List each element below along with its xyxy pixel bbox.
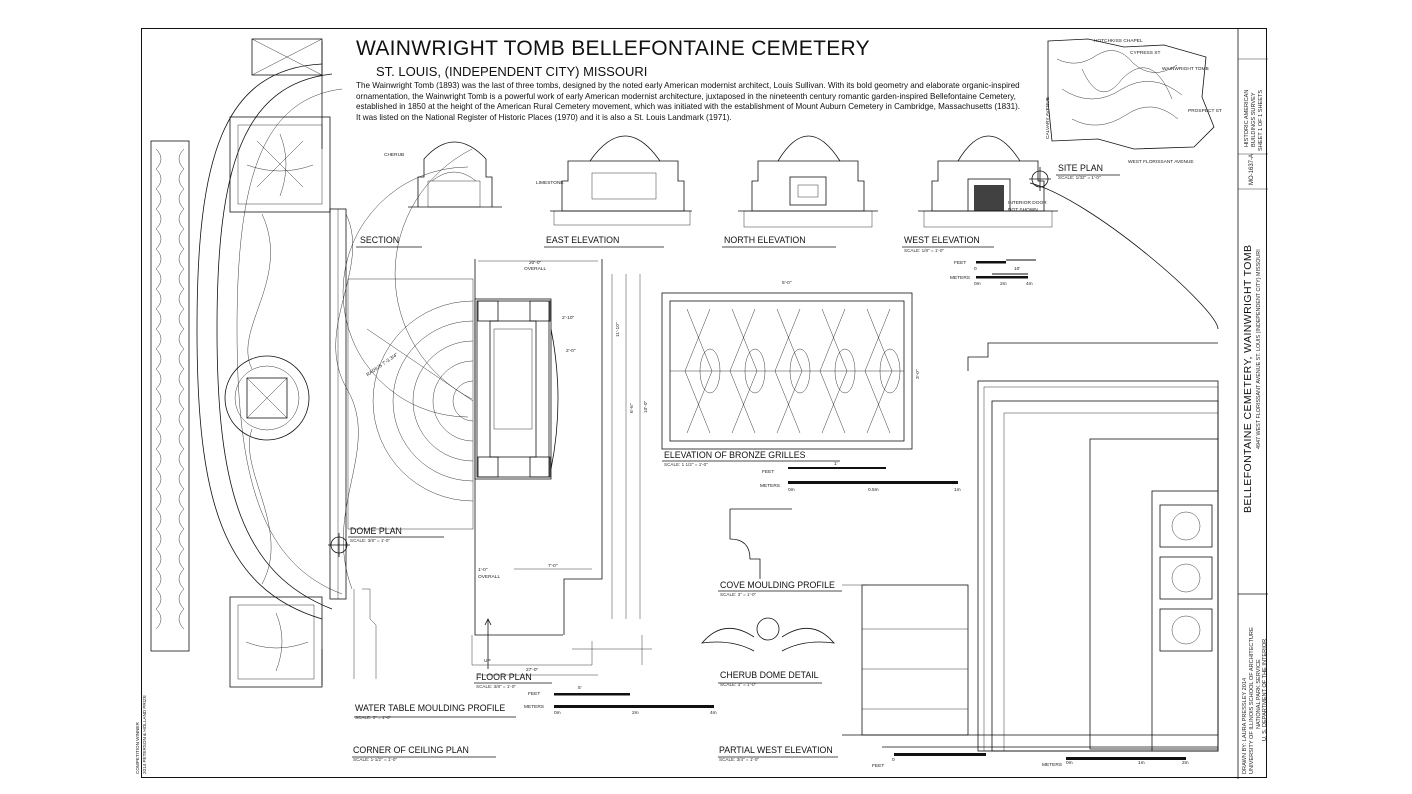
scale-4m-floor: 4m [710, 711, 717, 716]
scale-meters-grille: METERS [760, 484, 780, 489]
view-title-west-elevation: WEST ELEVATION [904, 235, 980, 245]
survey-number: MO-1637-A [1249, 153, 1255, 185]
label-limestone: LIMESTONE [536, 181, 564, 186]
dim-2-10: 2'-10" [562, 316, 575, 321]
scale-0m-west: 0m [974, 282, 981, 287]
label-up: UP [484, 659, 491, 664]
view-title-water-table: WATER TABLE MOULDING PROFILE [355, 703, 506, 713]
site-label-prospect: PROSPECT ST [1188, 109, 1222, 114]
habs-line2: BUILDINGS SURVEY [1251, 92, 1257, 147]
description: The Wainwright Tomb (1893) was the last … [356, 81, 1021, 122]
scale-2m-floor: 2m [632, 711, 639, 716]
cherub-detail-scale: SCALE: 3" = 1'-0" [720, 682, 757, 687]
site-label-cypress: CYPRESS ST [1130, 51, 1161, 56]
drawing-sheet: WAINWRIGHT TOMB BELLEFONTAINE CEMETERY S… [135, 28, 1268, 779]
scale-0m-grille: 0m [788, 488, 795, 493]
scale-0m-floor: 0m [554, 711, 561, 716]
view-title-dome-plan: DOME PLAN [350, 526, 402, 536]
scale-2m-west: 2m [1000, 282, 1007, 287]
scale-0m-partial: 0m [1066, 761, 1073, 766]
title-block-main: BELLEFONTAINE CEMETERY, WAINWRIGHT TOMB [1242, 244, 1254, 513]
sheet-number: SHEET 1 OF 1 SHEETS [1258, 89, 1264, 151]
competition-line1: COMPETITION WINNER [135, 722, 140, 774]
sheet-title: WAINWRIGHT TOMB BELLEFONTAINE CEMETERY [356, 37, 870, 60]
competition-line2: 2014 PETERSON & HOLLAND PRIZE [142, 695, 147, 774]
label-interior-door: INTERIOR DOOR [1008, 201, 1047, 206]
view-title-section: SECTION [360, 235, 400, 245]
site-label-west-florissant: WEST FLORISSANT AVENUE [1128, 160, 1194, 165]
site-label-hotchkiss: HOTCHKISS CHAPEL [1094, 39, 1143, 44]
scale-1-grille: 1' [834, 462, 838, 467]
water-table-scale: SCALE: 3" = 1'-0" [355, 715, 392, 720]
partial-west-scale: SCALE: 3/4" = 1'-0" [719, 757, 760, 762]
dim-27: 27'-0" [526, 668, 539, 673]
scale-1m-partial: 1m [1138, 761, 1145, 766]
dept: U. S. DEPARTMENT OF THE INTERIOR [1262, 638, 1268, 741]
view-title-bronze-grilles: ELEVATION OF BRONZE GRILLES [664, 450, 806, 460]
dim-2-0: 2'-0" [566, 349, 576, 354]
label-cherub: CHERUB [384, 153, 405, 158]
scale-2m-partial: 2m [1182, 761, 1189, 766]
dim-7-0: 7'-0" [548, 564, 558, 569]
scale-1m-grille: 1m [954, 488, 961, 493]
scale-0-partial: 0 [892, 758, 895, 763]
title-block-address: 4947 WEST FLORISSANT AVENUE ST. LOUIS (I… [1256, 249, 1262, 449]
dim-3-0: 3'-0" [916, 369, 921, 379]
dim-overall-label: OVERALL [524, 267, 547, 272]
view-title-north-elevation: NORTH ELEVATION [724, 235, 806, 245]
view-title-partial-west: PARTIAL WEST ELEVATION [719, 745, 833, 755]
view-title-floor-plan: FLOOR PLAN [476, 672, 532, 682]
dome-plan-scale: SCALE: 3/8" = 1'-0" [350, 538, 391, 543]
school: UNIVERSITY OF ILLINOIS SCHOOL OF ARCHITE… [1249, 627, 1255, 774]
site-label-calvary: CALVARY AVENUE [1046, 97, 1051, 139]
scale-feet-partial: FEET [872, 764, 885, 769]
dim-10-0: 10'-0" [644, 400, 649, 413]
dim-6-6: 6'-6" [630, 403, 635, 413]
scale-5-floor: 5' [578, 686, 582, 691]
cove-moulding-scale: SCALE: 3" = 1'-0" [720, 592, 757, 597]
habs-line1: HISTORIC AMERICAN [1244, 89, 1250, 147]
dim-overall-20: 20'-0" [529, 261, 542, 266]
scale-feet-west: FEET [954, 261, 967, 266]
view-title-site-plan: SITE PLAN [1058, 163, 1103, 173]
view-title-east-elevation: EAST ELEVATION [546, 235, 620, 245]
site-label-wainwright: WAINWRIGHT TOMB [1162, 67, 1209, 72]
site-plan-scale: SCALE: 1/32" = 1'-0" [1058, 175, 1101, 180]
label-not-shown: NOT SHOWN [1008, 208, 1038, 213]
dim-5-0: 5'-0" [782, 281, 792, 286]
scale-10-west: 10' [1014, 267, 1021, 272]
scale-05m-grille: 0.5m [868, 488, 879, 493]
view-title-cherub-detail: CHERUB DOME DETAIL [720, 670, 819, 680]
scale-4m-west: 4m [1026, 282, 1033, 287]
view-title-corner-ceiling: CORNER OF CEILING PLAN [353, 745, 469, 755]
bronze-grilles-scale: SCALE: 1 1/2" = 1'-0" [664, 462, 708, 467]
sheet-subtitle: ST. LOUIS, (INDEPENDENT CITY) MISSOURI [376, 64, 648, 79]
dim-11-10: 11'-10" [616, 322, 621, 337]
drawn-by: DRAWN BY: LAURA PRESSLEY 2014 [1242, 677, 1248, 774]
dim-overall-label-2: OVERALL [478, 575, 501, 580]
scale-feet-grille: FEET [762, 470, 775, 475]
scale-meters-west: METERS [950, 276, 970, 281]
corner-ceiling-scale: SCALE: 1-1/2" = 1'-0" [353, 757, 398, 762]
ornament-drawings [150, 29, 1268, 779]
west-elevation-scale: SCALE: 1/8" = 1'-0" [904, 248, 945, 253]
scale-meters-partial: METERS [1042, 763, 1062, 768]
scale-feet-floor: FEET [528, 692, 541, 697]
view-title-cove-moulding: COVE MOULDING PROFILE [720, 580, 835, 590]
floor-plan-scale: SCALE: 3/8" = 1'-0" [476, 684, 517, 689]
dim-1-0: 1'-0" [478, 568, 488, 573]
scale-0-west: 0 [974, 267, 977, 272]
scale-meters-floor: METERS [524, 705, 544, 710]
